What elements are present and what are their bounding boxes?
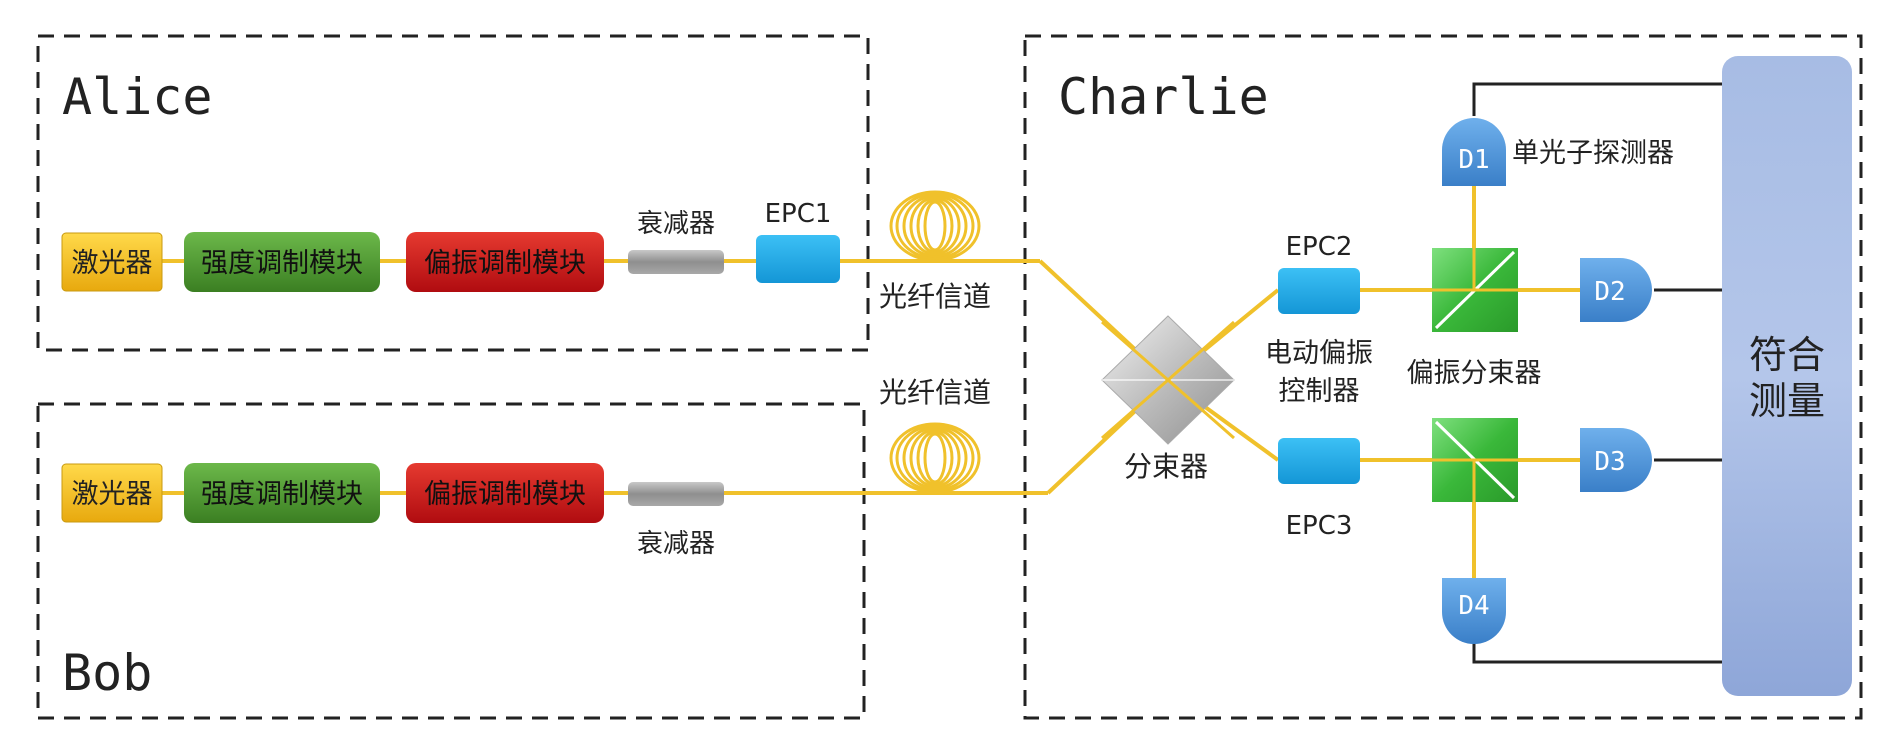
spd-label: 单光子探测器 (1512, 138, 1674, 169)
alice-laser (61, 232, 163, 292)
detector-d3 (1580, 428, 1652, 492)
fiber-spool-top (889, 190, 981, 262)
detector-d4-label: D4 (1458, 591, 1489, 621)
alice-polarization-modulator (406, 232, 604, 292)
fiber-channel-top-label: 光纤信道 (879, 280, 991, 313)
coincidence-measurement-box (1722, 56, 1852, 696)
alice-intensity-modulator (184, 232, 380, 292)
coincidence-label-line1: 符合 (1749, 333, 1825, 377)
detector-d3-label: D3 (1594, 447, 1625, 477)
alice-attenuator-label: 衰减器 (637, 209, 715, 239)
bob-attenuator-label: 衰减器 (637, 529, 715, 559)
alice-title: Alice (62, 68, 213, 126)
alice-polarization-modulator-label: 偏振调制模块 (424, 248, 586, 279)
alice-epc1 (756, 235, 840, 283)
alice-laser-label: 激光器 (72, 248, 153, 279)
bob-intensity-modulator (184, 463, 380, 523)
epc2-label: EPC2 (1286, 232, 1353, 262)
bob-laser (61, 463, 163, 523)
epc3-label: EPC3 (1286, 511, 1353, 541)
alice-epc1-label: EPC1 (765, 199, 832, 229)
fiber-channel-bottom-label: 光纤信道 (879, 376, 991, 409)
bob-polarization-modulator-label: 偏振调制模块 (424, 479, 586, 510)
detector-d1 (1442, 118, 1506, 186)
detector-d2-label: D2 (1594, 277, 1625, 307)
detector-d2 (1580, 258, 1652, 322)
bob-box (36, 402, 866, 720)
pbs-label: 偏振分束器 (1407, 358, 1542, 389)
bob-attenuator (628, 482, 724, 506)
detector-d4 (1442, 578, 1506, 644)
alice-intensity-modulator-label: 强度调制模块 (201, 248, 363, 279)
epc2 (1278, 268, 1360, 314)
charlie-box (1023, 34, 1863, 720)
coincidence-label-line2: 测量 (1749, 379, 1825, 423)
bs-cross-b (1101, 320, 1235, 440)
beam-splitter-label: 分束器 (1124, 450, 1208, 483)
epc-label-line1: 电动偏振 (1265, 338, 1373, 369)
fiber-spool-bottom (889, 422, 981, 494)
epc-label-line2: 控制器 (1279, 376, 1360, 407)
bob-polarization-modulator (406, 463, 604, 523)
signal-wires (1472, 82, 1724, 664)
bob-intensity-modulator-label: 强度调制模块 (201, 479, 363, 510)
alice-attenuator (628, 250, 724, 274)
bob-laser-label: 激光器 (72, 479, 153, 510)
detector-d1-label: D1 (1458, 145, 1489, 175)
epc3 (1278, 438, 1360, 484)
charlie-title: Charlie (1058, 68, 1269, 126)
bob-title: Bob (62, 644, 152, 702)
